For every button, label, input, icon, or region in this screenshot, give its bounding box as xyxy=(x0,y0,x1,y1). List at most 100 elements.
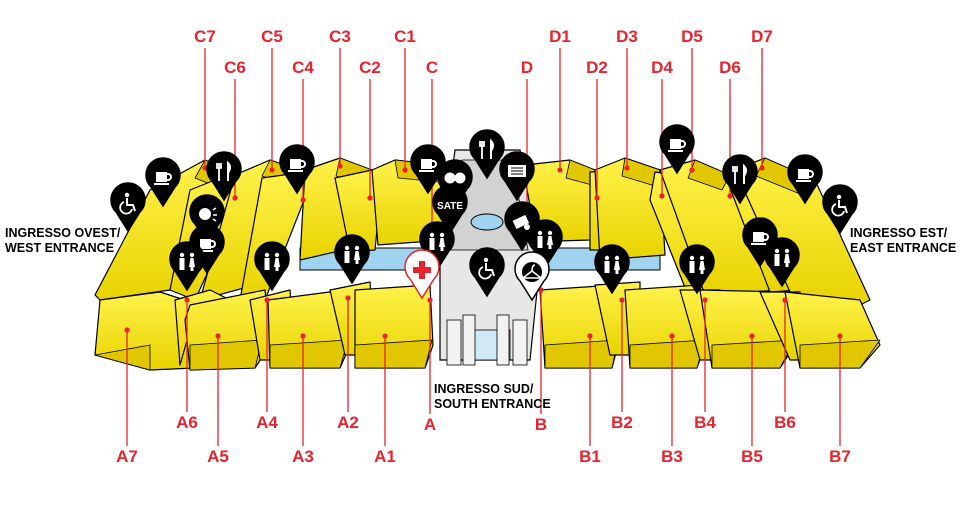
leader-dot-d3 xyxy=(624,165,630,171)
hall-label-d4: D4 xyxy=(651,58,673,77)
coffee-icon xyxy=(288,159,306,172)
leader-dot-b3 xyxy=(669,333,675,339)
meeting-pin xyxy=(437,159,473,210)
hall-label-b4: B4 xyxy=(694,413,716,432)
sate-pin: SATE xyxy=(432,184,468,235)
hall-label-a3: A3 xyxy=(292,447,314,466)
first-aid-icon xyxy=(413,261,431,279)
hall-label-b: B xyxy=(535,415,547,434)
hall-label-d1: D1 xyxy=(549,27,571,46)
exhibition-halls xyxy=(94,157,881,371)
south-entrance-line-1: INGRESSO SUD/ xyxy=(434,382,534,396)
hall-a5 xyxy=(184,289,271,371)
hall-label-a6: A6 xyxy=(176,413,198,432)
leader-dot-a2 xyxy=(345,295,351,301)
west-entrance-line-2: WEST ENTRANCE xyxy=(5,241,115,255)
hall-label-c1: C1 xyxy=(394,27,416,46)
leader-dot-a xyxy=(427,297,433,303)
hall-label-d: D xyxy=(521,58,533,77)
hall-label-a2: A2 xyxy=(337,413,359,432)
leader-dot-a5 xyxy=(215,333,221,339)
leader-dot-a4 xyxy=(264,297,270,303)
hall-d3 xyxy=(594,157,666,261)
hall-b7 xyxy=(784,291,881,369)
south-entrance-label: INGRESSO SUD/ SOUTH ENTRANCE xyxy=(434,382,551,412)
service-pins: SATE xyxy=(110,124,858,302)
toilets-icon xyxy=(537,230,553,249)
leader-dot-d6 xyxy=(727,193,733,199)
leader-dot-b1 xyxy=(587,333,593,339)
wheelchair-pin xyxy=(469,247,505,298)
wheelchair-pin xyxy=(822,184,858,235)
east-entrance-line-1: INGRESSO EST/ xyxy=(850,226,948,240)
leader-dot-b5 xyxy=(749,333,755,339)
hall-label-b1: B1 xyxy=(579,447,601,466)
hall-label-c2: C2 xyxy=(359,58,381,77)
wheelchair-icon xyxy=(478,257,495,280)
hall-label-b7: B7 xyxy=(829,447,851,466)
east-entrance-line-2: EAST ENTRANCE xyxy=(850,241,957,255)
west-entrance-line-1: INGRESSO OVEST/ xyxy=(5,226,121,240)
leader-dot-d4 xyxy=(659,193,665,199)
hall-b1 xyxy=(539,284,619,369)
sate-label: SATE xyxy=(437,201,463,212)
toilets-pin xyxy=(764,237,800,288)
toilets-icon xyxy=(179,252,195,271)
coffee-pin xyxy=(145,157,181,208)
leader-dot-d2 xyxy=(594,195,600,201)
coffee-icon xyxy=(154,172,172,185)
hall-label-d5: D5 xyxy=(681,27,703,46)
leader-dot-c6 xyxy=(232,195,238,201)
info-point-pin xyxy=(189,194,225,245)
hall-label-c7: C7 xyxy=(194,27,216,46)
restaurant-icon xyxy=(479,138,494,159)
leader-dot-b7 xyxy=(837,333,843,339)
wheelchair-icon xyxy=(831,194,848,217)
wheelchair-icon xyxy=(119,192,136,215)
toilets-pin xyxy=(334,234,370,285)
hall-label-leaders xyxy=(124,48,843,446)
coffee-pin xyxy=(279,144,315,195)
atm-icon xyxy=(512,214,530,230)
first-aid-pin xyxy=(404,249,440,300)
hall-label-c: C xyxy=(426,58,438,77)
toilets-icon xyxy=(344,245,360,264)
hall-label-d2: D2 xyxy=(586,58,608,77)
hall-label-a4: A4 xyxy=(256,413,278,432)
restaurant-icon xyxy=(732,163,747,184)
leader-dot-c3 xyxy=(337,163,343,169)
leader-dot-a3 xyxy=(300,333,306,339)
sate-text: SATE xyxy=(437,201,463,212)
leader-dot-b4 xyxy=(702,297,708,303)
leader-dot-c4 xyxy=(300,197,306,203)
toilets-icon xyxy=(264,252,280,271)
wheelchair-pin xyxy=(110,182,146,233)
meeting-icon xyxy=(444,172,466,184)
hall-label-a1: A1 xyxy=(374,447,396,466)
hall-label-c5: C5 xyxy=(261,27,283,46)
toilets-pin xyxy=(527,219,563,270)
toilets-pin xyxy=(169,241,205,292)
leader-dot-b2 xyxy=(619,297,625,303)
toilets-icon xyxy=(774,248,790,267)
hall-a1 xyxy=(354,284,434,369)
toilets-icon xyxy=(429,232,445,251)
hall-label-c6: C6 xyxy=(224,58,246,77)
hall-label-b3: B3 xyxy=(661,447,683,466)
hall-label-a7: A7 xyxy=(116,447,138,466)
toilets-pin xyxy=(679,244,715,295)
toilets-pin xyxy=(254,241,290,292)
hall-label-a5: A5 xyxy=(207,447,229,466)
restaurant-pin xyxy=(206,151,242,202)
hall-label-c4: C4 xyxy=(292,58,314,77)
restaurant-pin xyxy=(722,154,758,205)
toilets-icon xyxy=(604,255,620,274)
south-entrance-line-2: SOUTH ENTRANCE xyxy=(434,397,551,411)
toilets-icon xyxy=(689,255,705,274)
toilets-pin xyxy=(594,244,630,295)
east-entrance-label: INGRESSO EST/ EAST ENTRANCE xyxy=(850,226,956,256)
cloakroom-icon xyxy=(520,262,544,282)
coffee-pin xyxy=(659,124,695,175)
ticket-office-pin xyxy=(499,151,535,202)
